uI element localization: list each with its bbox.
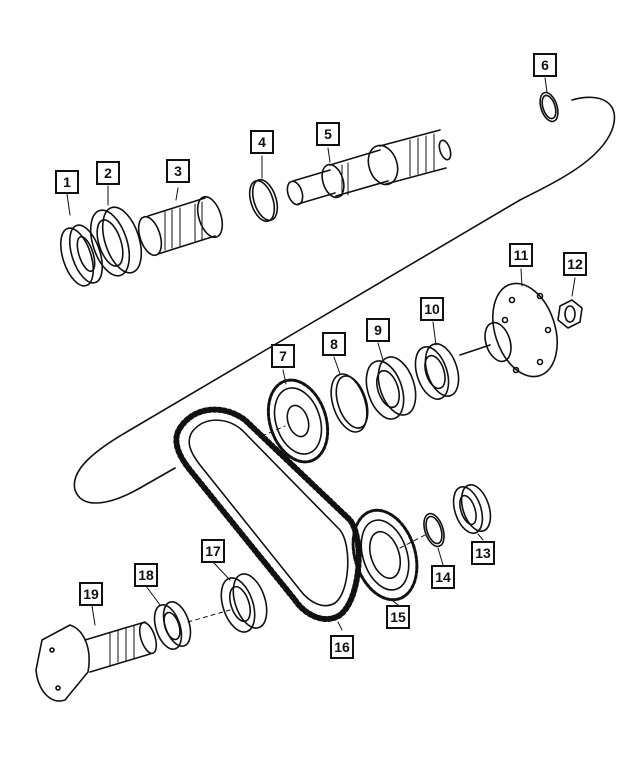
- callout-10[interactable]: 10: [420, 297, 444, 321]
- callout-12[interactable]: 12: [563, 252, 587, 276]
- part-13-bearing[interactable]: [448, 481, 496, 537]
- part-18-seal[interactable]: [149, 598, 195, 652]
- callout-14[interactable]: 14: [431, 565, 455, 589]
- part-7-drive-sprocket[interactable]: [258, 372, 337, 469]
- callout-7[interactable]: 7: [271, 344, 295, 368]
- part-17-bearing[interactable]: [215, 570, 273, 637]
- callout-18[interactable]: 18: [134, 563, 158, 587]
- callout-16[interactable]: 16: [330, 635, 354, 659]
- callout-19[interactable]: 19: [79, 582, 103, 606]
- callout-6[interactable]: 6: [533, 53, 557, 77]
- callout-9[interactable]: 9: [366, 318, 390, 342]
- callout-8[interactable]: 8: [322, 332, 346, 356]
- part-12-nut[interactable]: [558, 300, 582, 328]
- callout-13[interactable]: 13: [471, 541, 495, 565]
- leader-lines: [66, 77, 576, 631]
- part-3-splined-hub[interactable]: [134, 194, 227, 258]
- part-2-bearing-race[interactable]: [83, 202, 148, 280]
- part-8-retaining-ring[interactable]: [325, 370, 374, 437]
- axis-lines: [187, 425, 426, 623]
- grouping-band: [73, 96, 616, 504]
- callout-15[interactable]: 15: [386, 605, 410, 629]
- part-1-seal[interactable]: [54, 221, 108, 290]
- part-4-thrust-washer[interactable]: [245, 177, 282, 225]
- callout-2[interactable]: 2: [96, 161, 120, 185]
- callout-4[interactable]: 4: [250, 130, 274, 154]
- callout-1[interactable]: 1: [55, 170, 79, 194]
- callout-17[interactable]: 17: [201, 539, 225, 563]
- part-6-snap-ring[interactable]: [537, 90, 561, 123]
- callout-11[interactable]: 11: [509, 243, 533, 267]
- part-19-output-shaft[interactable]: [36, 621, 160, 701]
- part-5-mainshaft[interactable]: [285, 130, 453, 207]
- part-11-companion-flange[interactable]: [460, 275, 568, 385]
- part-10-bearing[interactable]: [409, 340, 464, 404]
- callout-5[interactable]: 5: [316, 122, 340, 146]
- part-14-snap-ring[interactable]: [420, 511, 448, 549]
- callout-3[interactable]: 3: [166, 159, 190, 183]
- part-9-ball-bearing[interactable]: [360, 352, 423, 424]
- grouping-band-gap: [139, 467, 176, 489]
- part-16-drive-chain[interactable]: [176, 410, 358, 619]
